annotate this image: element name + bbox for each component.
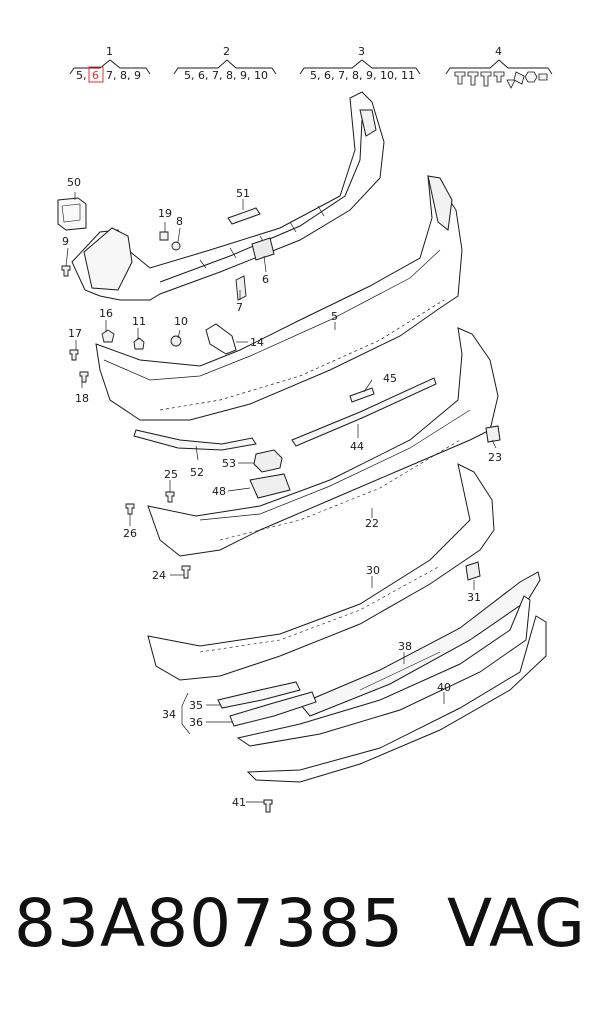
group-1-bracket [69,59,151,75]
callout-35: 35 [189,699,203,712]
part-38-diffuser [299,571,541,717]
header-group-3: 3 5, 6, 7, 8, 9, 10, 11 [299,45,421,82]
callout-18: 18 [75,392,89,405]
brand-label: VAG [446,885,586,962]
callout-48: 48 [212,485,226,498]
callout-51: 51 [236,187,250,200]
callout-17: 17 [68,327,82,340]
part-number: 83A807385 [14,885,405,962]
parts-exploded-diagram: 1 5, 6 7, 8, 9 2 5, 6, 7, 8, 9, 10 3 5, … [57,45,553,813]
screw-25 [165,491,175,503]
clip-10 [170,335,182,347]
group-1-item-a: 5, [76,69,87,82]
part-51-plate [227,207,261,225]
callout-50: 50 [67,176,81,189]
group-3-number: 3 [358,45,365,58]
part-14-frame [205,323,237,355]
group-3-items: 5, 6, 7, 8, 9, 10, 11 [310,69,415,82]
callout-6: 6 [262,273,269,286]
part-50-bracket [57,197,87,231]
callout-19: 19 [158,207,172,220]
part-23-clip [485,425,501,443]
part-36-strip [229,691,317,727]
clip-7 [235,275,247,301]
screw-41 [263,799,273,813]
callout-23: 23 [488,451,502,464]
part-5-bumper-cover [95,174,463,421]
group-1-number: 1 [106,45,113,58]
group-2-number: 2 [223,45,230,58]
callout-44: 44 [350,440,364,453]
screw-24 [181,565,191,579]
part-48-bracket [249,473,291,499]
fastener-icons [454,71,548,89]
clip-16 [101,329,115,343]
callout-36: 36 [189,716,203,729]
callout-25: 25 [164,468,178,481]
callout-14: 14 [250,336,264,349]
callout-9: 9 [62,235,69,248]
group-1-item-highlight: 6 [92,69,99,82]
part-45 [349,387,375,403]
part-clips [61,231,247,383]
part-35-strip [217,681,301,709]
part-52-strip [133,429,257,451]
part-53-sensor [249,449,291,499]
callout-34: 34 [162,708,176,721]
group-2-items: 5, 6, 7, 8, 9, 10 [184,69,268,82]
callout-labels: 50 51 19 8 9 6 7 16 11 10 14 17 18 5 45 … [62,176,502,809]
screw-18 [79,371,89,383]
callout-31: 31 [467,591,481,604]
header-group-4: 4 [445,45,553,89]
callout-41: 41 [232,796,246,809]
callout-38: 38 [398,640,412,653]
part-bumper-carrier [71,91,385,301]
clip-8 [171,241,181,251]
callout-5: 5 [331,310,338,323]
group-3-bracket [299,59,421,75]
callout-45: 45 [383,372,397,385]
callout-16: 16 [99,307,113,320]
callout-40: 40 [437,681,451,694]
header-group-1: 1 5, 6 7, 8, 9 [69,45,151,83]
part-22-bumper-shell [147,327,499,557]
part-41-bottom-strip [246,615,547,813]
group-1-item-c: 7, 8, 9 [106,69,141,82]
screw-9 [61,265,71,277]
callout-52: 52 [190,466,204,479]
callout-22: 22 [365,517,379,530]
screw-26 [125,503,135,515]
part-31-clip [465,561,481,581]
group-2-bracket [173,59,277,75]
screw-17 [69,349,79,361]
part-30-lower-shell [147,463,495,681]
header-group-2: 2 5, 6, 7, 8, 9, 10 [173,45,277,82]
callout-10: 10 [174,315,188,328]
clip-11 [133,337,145,350]
highlight-box [88,66,104,83]
callout-8: 8 [176,215,183,228]
callout-26: 26 [123,527,137,540]
callout-30: 30 [366,564,380,577]
callout-11: 11 [132,315,146,328]
group-4-number: 4 [495,45,502,58]
callout-24: 24 [152,569,166,582]
footer: 83A807385 VAG [0,885,600,995]
leader-lines [65,192,497,803]
callout-53: 53 [222,457,236,470]
clip-19 [159,231,169,241]
part-40-lower-trim [236,595,531,747]
group-4-bracket [445,59,553,75]
callout-7: 7 [236,301,243,314]
